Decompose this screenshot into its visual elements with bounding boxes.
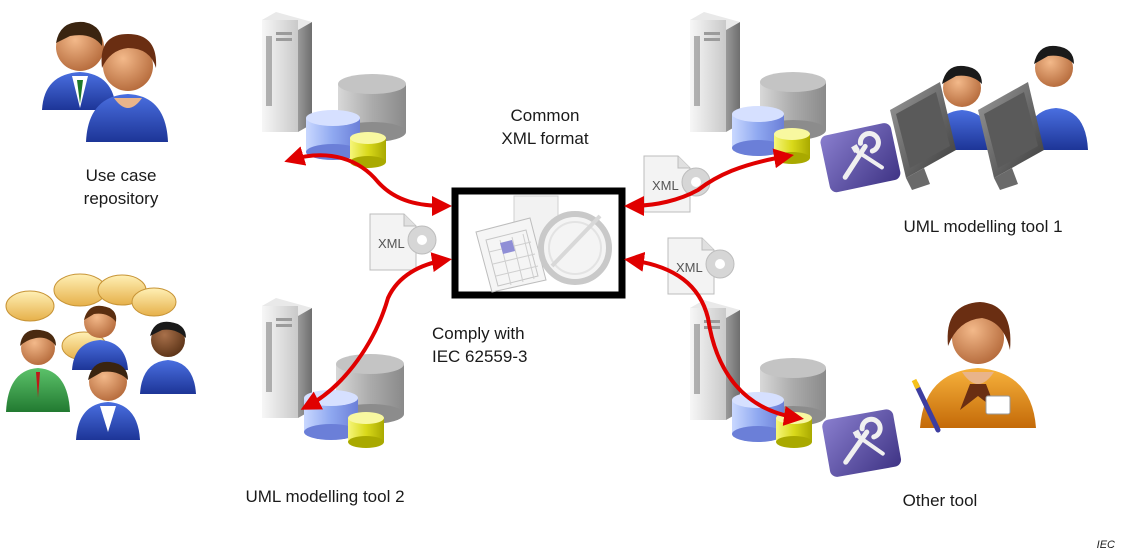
- workstation-users-icon: [890, 45, 1088, 190]
- wrench-screwdriver-icon: [820, 407, 903, 479]
- xml-document-icon: XML: [667, 237, 735, 295]
- svg-text:XML: XML: [676, 260, 703, 275]
- wrench-screwdriver-icon: [818, 121, 903, 195]
- common-xml-format-label: Common XML format: [501, 106, 589, 148]
- svg-text:XML: XML: [378, 236, 405, 251]
- uml-tool-2-label: UML modelling tool 2: [245, 487, 405, 506]
- arrow-tool1-to-center: [624, 148, 794, 216]
- other-tool-label: Other tool: [902, 491, 978, 510]
- iec-mark: IEC: [1096, 539, 1115, 551]
- woman-user-icon: [911, 302, 1036, 433]
- central-format-frame: [451, 187, 626, 299]
- svg-text:XML: XML: [652, 178, 679, 193]
- arrow-othertool-to-center: [624, 251, 804, 426]
- use-case-repository-label: Use case repository: [83, 166, 159, 208]
- database-cylinder-icon: [732, 358, 826, 448]
- calendar-magnifier-icon: [475, 195, 612, 293]
- arrow-repository-to-center: [284, 146, 452, 216]
- server-tower-icon: [262, 12, 312, 132]
- group-chat-icon: [5, 273, 196, 440]
- database-cylinder-icon: [732, 72, 826, 164]
- arrow-tool2-to-center: [300, 252, 452, 410]
- uml-tool-1-label: UML modelling tool 1: [903, 217, 1063, 236]
- xml-document-icon: XML: [369, 213, 437, 271]
- comply-label: Comply with IEC 62559-3: [432, 324, 528, 366]
- use-case-users-icon: [42, 21, 168, 142]
